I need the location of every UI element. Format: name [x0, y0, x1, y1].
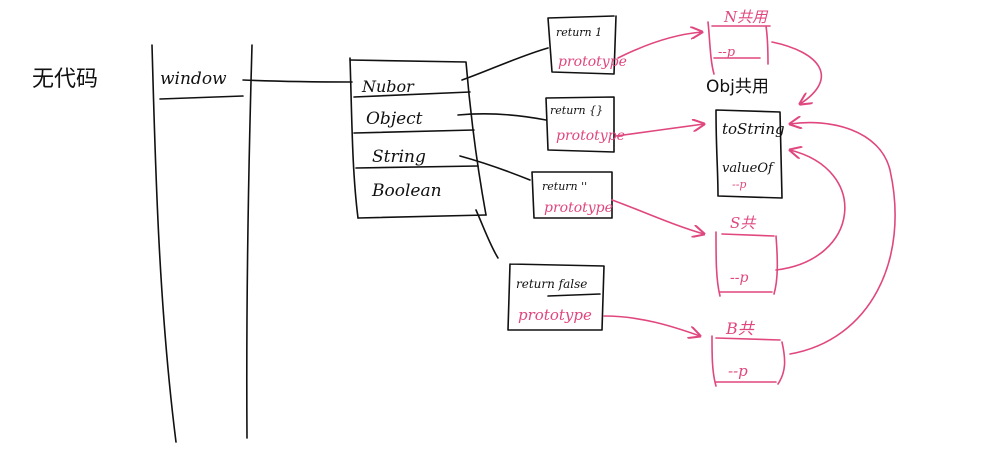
memory-left-line	[151, 44, 177, 443]
boolean-proto-title: B共	[725, 319, 756, 338]
string-fn-prototype: prototype	[544, 200, 613, 216]
object-proto-method-tostring: toString	[722, 120, 785, 138]
string-proto-link: --p	[730, 270, 748, 286]
memory-right-line	[246, 44, 253, 439]
boolean-fn-underline	[547, 293, 601, 297]
arrow-boolean-proto-to-object	[790, 123, 896, 355]
object-proto-title: Obj共用	[706, 77, 769, 97]
global-divider-1	[353, 91, 471, 98]
arrow-string-prototype	[611, 199, 704, 234]
string-fn-body: return ''	[542, 180, 587, 193]
global-item-string: String	[372, 147, 426, 167]
global-item-number: Nubor	[361, 77, 415, 96]
object-fn-prototype: prototype	[556, 128, 625, 144]
object-proto-box	[715, 109, 783, 199]
window-underline	[159, 95, 244, 100]
globals-box-left	[349, 57, 359, 219]
link-object-fn	[457, 113, 547, 121]
arrow-number-proto-to-object	[771, 41, 822, 104]
number-proto-link: --p	[718, 45, 736, 60]
link-string-fn	[459, 155, 531, 181]
object-proto-method-valueof: valueOf	[722, 161, 775, 176]
number-fn-box	[547, 15, 617, 75]
arrow-boolean-prototype	[603, 315, 700, 336]
boolean-fn-body: return false	[516, 277, 587, 291]
global-divider-2	[353, 129, 475, 134]
boolean-proto-box	[711, 335, 786, 387]
window-link	[242, 79, 353, 83]
string-fn-box	[531, 171, 613, 219]
string-proto-title: S共	[730, 214, 757, 232]
arrow-string-proto-to-object	[775, 150, 846, 271]
global-item-object: Object	[366, 109, 423, 129]
object-fn-box	[545, 96, 615, 153]
arrow-object-prototype	[615, 124, 704, 137]
global-item-boolean: Boolean	[371, 181, 442, 201]
globals-box-bottom	[357, 214, 487, 219]
link-number-fn	[461, 47, 549, 81]
object-proto-link: --p	[732, 178, 746, 191]
number-proto-box	[707, 21, 771, 75]
boolean-fn-prototype: prototype	[518, 306, 592, 324]
number-fn-prototype: prototype	[558, 54, 627, 70]
window-label: window	[160, 69, 227, 89]
arrow-number-prototype	[617, 32, 702, 59]
link-boolean-fn	[475, 209, 499, 259]
global-divider-3	[355, 165, 479, 169]
boolean-proto-link: --p	[728, 362, 748, 380]
number-proto-title: N共用	[723, 8, 769, 26]
string-proto-box	[715, 231, 779, 297]
number-fn-body: return 1	[556, 26, 602, 39]
object-fn-body: return {}	[550, 104, 603, 117]
code-label: 无代码	[32, 67, 98, 92]
boolean-fn-box	[507, 263, 605, 331]
